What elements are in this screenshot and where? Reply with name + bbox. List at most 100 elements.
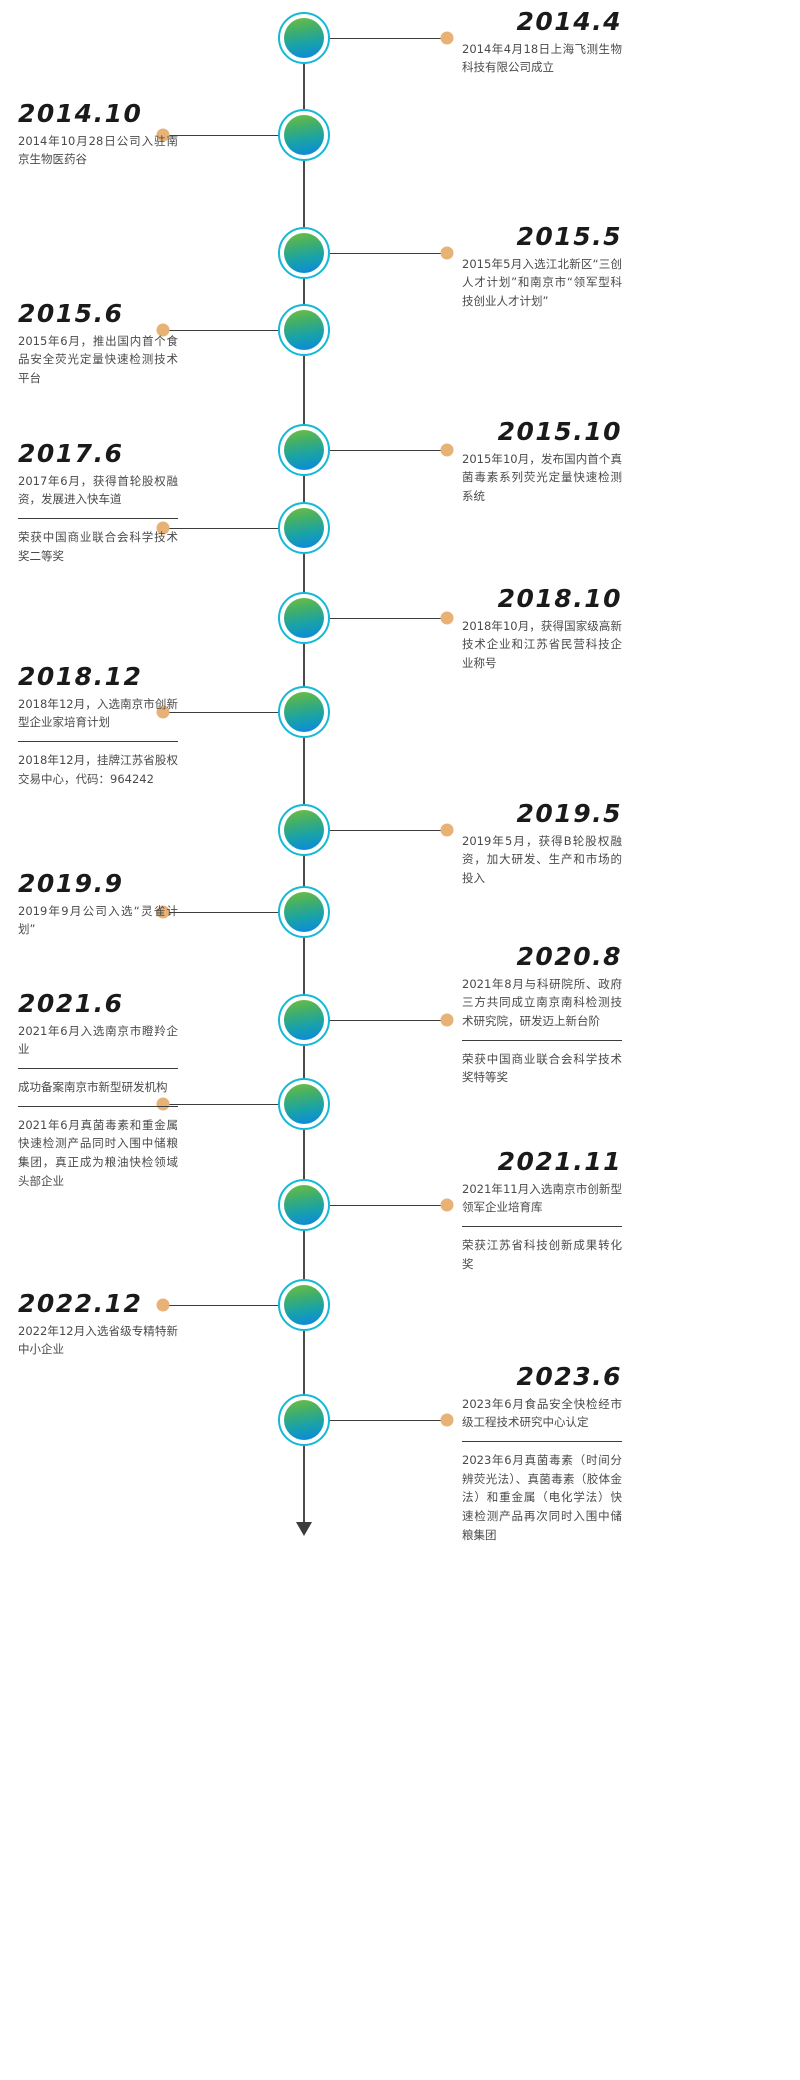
event-description: 2022年12月入选省级专精特新中小企业 [18, 1323, 178, 1357]
event-year-label: 2021.6 [18, 989, 124, 1018]
connector-dot-2015.10 [440, 443, 454, 457]
event-description: 2015年10月，发布国内首个真菌毒素系列荧光定量快速检测系统 [462, 451, 622, 503]
connector-dot-2018.12 [156, 705, 170, 719]
event-year-label: 2018.12 [18, 662, 143, 691]
event-description: 荣获江苏省科技创新成果转化奖 [462, 1238, 622, 1271]
timeline-node-2014.4 [278, 12, 330, 64]
node-gradient-core [284, 1185, 324, 1225]
event-divider [18, 1068, 178, 1069]
event-block-2023.6: 2023.6 2023年6月食品安全快检经市级工程技术研究中心认定 2023年6月真… [462, 1362, 622, 1544]
timeline-node-2015.10 [278, 424, 330, 476]
node-gradient-core [284, 892, 324, 932]
timeline-node-2018.12 [278, 686, 330, 738]
node-gradient-core [284, 692, 324, 732]
event-block-2019.9: 2019.9 2019年9月公司入选“灵雀计划” [18, 869, 178, 939]
timeline-node-2019.9 [278, 886, 330, 938]
connector-line-2018.10 [330, 618, 447, 619]
connector-line-2022.12 [163, 1305, 278, 1306]
event-divider [18, 1105, 178, 1107]
event-block-2021.11: 2021.11 2021年11月入选南京市创新型领军企业培育库荣获江苏省科技创新成… [462, 1147, 622, 1273]
connector-line-2015.10 [330, 450, 447, 451]
event-year-label: 2015.6 [18, 299, 124, 328]
event-description: 2019年5月，获得B轮股权融资，加大研发、生产和市场的投入 [462, 833, 622, 885]
node-gradient-core [284, 598, 324, 638]
connector-dot-2021.11 [440, 1198, 454, 1212]
event-block-2022.12: 2022.12 2022年12月入选省级专精特新中小企业 [18, 1289, 178, 1359]
event-description: 2021年11月入选南京市创新型领军企业培育库 [462, 1181, 622, 1215]
node-gradient-core [284, 115, 324, 155]
event-year-label: 2020.8 [516, 942, 622, 971]
connector-dot-2017.6 [156, 521, 170, 535]
connector-dot-2018.10 [440, 611, 454, 625]
timeline-node-2018.10 [278, 592, 330, 644]
connector-line-2021.6 [163, 1104, 278, 1105]
event-description: 2015年5月入选江北新区“三创人才计划”和南京市“领军型科技创业人才计划” [462, 256, 622, 308]
event-divider [18, 518, 178, 519]
connector-line-2021.11 [330, 1205, 447, 1206]
connector-dot-2015.6 [156, 323, 170, 337]
event-description: 2019年9月公司入选“灵雀计划” [18, 903, 178, 937]
node-gradient-core [284, 1084, 324, 1124]
connector-dot-2019.9 [156, 905, 170, 919]
timeline-node-2015.6 [278, 304, 330, 356]
node-gradient-core [284, 1285, 324, 1325]
connector-line-2017.6 [163, 528, 278, 529]
event-year-label: 2017.6 [18, 439, 124, 468]
connector-line-2014.4 [330, 38, 447, 39]
timeline-node-2019.5 [278, 804, 330, 856]
connector-dot-2014.10 [156, 128, 170, 142]
event-description: 2014年4月18日上海飞测生物科技有限公司成立 [462, 41, 622, 75]
connector-dot-2022.12 [156, 1298, 170, 1312]
connector-line-2020.8 [330, 1020, 447, 1021]
timeline-node-2022.12 [278, 1279, 330, 1331]
event-description: 2023年6月食品安全快检经市级工程技术研究中心认定 [462, 1396, 622, 1430]
event-year-label: 2021.11 [497, 1147, 622, 1176]
event-block-2015.10: 2015.10 2015年10月，发布国内首个真菌毒素系列荧光定量快速检测系统 [462, 417, 622, 506]
event-year-label: 2019.5 [516, 799, 622, 828]
connector-line-2023.6 [330, 1420, 447, 1421]
event-description: 2018年12月，挂牌江苏省股权交易中心，代码：964242 [18, 753, 178, 786]
event-year-label: 2019.9 [18, 869, 124, 898]
connector-line-2015.5 [330, 253, 447, 254]
node-gradient-core [284, 1000, 324, 1040]
event-description: 2021年8月与科研院所、政府三方共同成立南京南科检测技术研究院，研发迈上新台阶 [462, 976, 622, 1028]
connector-line-2019.9 [163, 912, 278, 913]
event-block-2019.5: 2019.5 2019年5月，获得B轮股权融资，加大研发、生产和市场的投入 [462, 799, 622, 888]
connector-line-2015.6 [163, 330, 278, 331]
event-block-2015.6: 2015.6 2015年6月，推出国内首个食品安全荧光定量快速检测技术平台 [18, 299, 178, 388]
node-gradient-core [284, 810, 324, 850]
event-year-label: 2015.10 [497, 417, 622, 446]
timeline-node-2020.8 [278, 994, 330, 1046]
node-gradient-core [284, 233, 324, 273]
event-block-2020.8: 2020.8 2021年8月与科研院所、政府三方共同成立南京南科检测技术研究院，研… [462, 942, 622, 1087]
connector-dot-2023.6 [440, 1413, 454, 1427]
timeline-node-2021.11 [278, 1179, 330, 1231]
node-gradient-core [284, 18, 324, 58]
event-description: 2021年6月入选南京市瞪羚企业 [18, 1023, 178, 1057]
connector-dot-2015.5 [440, 246, 454, 260]
event-description: 荣获中国商业联合会科学技术奖二等奖 [18, 530, 178, 563]
event-description: 2021年6月真菌毒素和重金属快速检测产品同时入围中储粮集团，真正成为粮油快检领… [18, 1117, 178, 1188]
connector-line-2014.10 [163, 135, 278, 136]
event-year-label: 2018.10 [497, 584, 622, 613]
timeline-node-2017.6 [278, 502, 330, 554]
event-year-label: 2022.12 [18, 1289, 143, 1318]
event-year-label: 2023.6 [516, 1362, 622, 1391]
event-description: 荣获中国商业联合会科学技术奖特等奖 [462, 1051, 622, 1085]
event-year-label: 2014.10 [18, 99, 143, 128]
event-description: 2015年6月，推出国内首个食品安全荧光定量快速检测技术平台 [18, 333, 178, 385]
connector-dot-2020.8 [440, 1013, 454, 1027]
event-description: 2023年6月真菌毒素（时间分辨荧光法）、真菌毒素（胶体金法）和重金属（电化学法… [462, 1453, 622, 1542]
node-gradient-core [284, 1400, 324, 1440]
timeline-node-2015.5 [278, 227, 330, 279]
timeline-node-2021.6 [278, 1078, 330, 1130]
node-gradient-core [284, 310, 324, 350]
timeline-node-2014.10 [278, 109, 330, 161]
